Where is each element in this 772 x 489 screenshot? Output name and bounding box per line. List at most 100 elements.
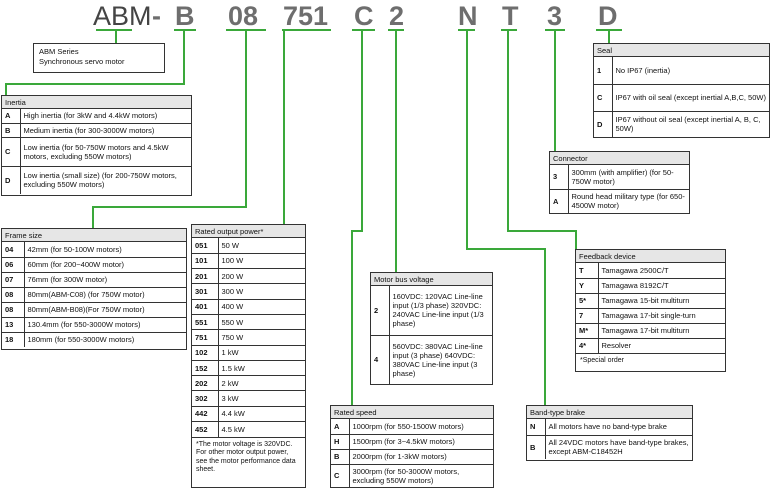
power-value: 1 kW xyxy=(218,344,305,361)
feedback-footnote: *Special order xyxy=(576,353,725,369)
power-code: 051 xyxy=(192,238,219,254)
feedback-desc: Tamagawa 17-bit single-turn xyxy=(598,307,725,323)
power-code: 401 xyxy=(192,298,219,315)
power-value: 750 W xyxy=(218,329,305,346)
inertia-desc: Medium inertia (for 300-3000W motors) xyxy=(20,122,191,137)
speed-code: A xyxy=(331,419,350,434)
speed-code: C xyxy=(331,463,350,487)
power-code: 751 xyxy=(192,329,219,346)
feedback-desc: Tamagawa 2500C/T xyxy=(601,265,669,275)
feedback-code: 4* xyxy=(576,337,599,353)
power-value: 50 W xyxy=(221,240,240,250)
power-value: 4.5 kW xyxy=(218,421,305,437)
frame-code: 08 xyxy=(2,301,25,317)
power-value: 550 W xyxy=(218,313,305,330)
frame-desc: 76mm (for 300W motor) xyxy=(24,271,186,287)
speed-desc: 2000rpm (for 1-3kW motors) xyxy=(349,448,493,464)
brake-desc: All 24VDC motors have band-type brakes, … xyxy=(545,434,692,459)
seal-code: C xyxy=(594,83,613,111)
feedback-code: 7 xyxy=(576,307,599,323)
feedback-desc: Tamagawa 8192C/T xyxy=(598,277,725,293)
seal-code: D xyxy=(594,110,613,137)
code-power: 751 xyxy=(283,1,329,31)
connector-desc: 300mm (with amplifier) (for 50-750W moto… xyxy=(571,167,674,186)
frame-desc: 130.4mm (for 550-3000W motors) xyxy=(24,316,186,332)
series-line-2: Synchronous servo motor xyxy=(39,57,125,66)
code-speed: C xyxy=(354,1,374,31)
inertia-title: Inertia xyxy=(2,96,191,109)
series-box: ABM Series Synchronous servo motor xyxy=(33,43,165,73)
inertia-desc: Low inertia (for 50-750W motors and 4.5k… xyxy=(20,136,191,166)
seal-desc: No IP67 (inertia) xyxy=(615,65,671,75)
frame-code: 18 xyxy=(2,331,25,347)
power-value: 4.4 kW xyxy=(218,405,305,422)
code-seal: D xyxy=(598,1,618,31)
voltage-code: 4 xyxy=(371,334,390,384)
connector-desc: Round head military type (for 650-4500W … xyxy=(568,188,689,213)
feedback-desc: Tamagawa 15-bit multiturn xyxy=(598,292,725,308)
inertia-code: A xyxy=(2,109,21,123)
inertia-desc: Low inertia (small size) (for 200-750W m… xyxy=(20,165,191,194)
frame-desc: 80mm(ABM-B08)(For 750W motor) xyxy=(24,301,186,317)
power-footnote: *The motor voltage is 320VDC. For other … xyxy=(192,436,305,478)
feedback-desc: Resolver xyxy=(598,337,725,353)
power-value: 300 W xyxy=(218,283,305,300)
series-line-1: ABM Series xyxy=(39,47,79,56)
code-series: ABM xyxy=(93,1,152,31)
voltage-desc: 560VDC: 380VAC Line-line input (3 phase)… xyxy=(389,334,492,384)
voltage-code: 2 xyxy=(371,286,390,335)
frame-desc: 42mm (for 50-100W motors) xyxy=(27,244,122,254)
connector-title: Connector xyxy=(550,152,689,165)
bus-voltage-title: Motor bus voltage xyxy=(371,273,492,286)
power-code: 102 xyxy=(192,344,219,361)
brake-code: B xyxy=(527,434,546,459)
frame-desc: 180mm (for 550-3000W motors) xyxy=(24,331,186,347)
feedback-code: M* xyxy=(576,322,599,338)
voltage-desc: 160VDC: 120VAC Line-line input (1/3 phas… xyxy=(392,292,484,329)
power-value: 200 W xyxy=(218,268,305,284)
rated-speed-title: Rated speed xyxy=(331,406,493,419)
frame-code: 07 xyxy=(2,271,25,287)
inertia-code: C xyxy=(2,136,21,166)
code-brake: N xyxy=(458,1,478,31)
connector-code: A xyxy=(550,188,569,213)
power-value: 400 W xyxy=(218,298,305,315)
frame-code: 13 xyxy=(2,316,25,332)
code-connector: 3 xyxy=(547,1,563,31)
speed-desc: 3000rpm (for 50-3000W motors, excluding … xyxy=(349,463,493,487)
rated-power-title: Rated output power* xyxy=(192,225,305,238)
connector-code: 3 xyxy=(550,165,569,189)
code-dash: - xyxy=(152,1,161,31)
frame-code: 06 xyxy=(2,256,25,272)
brake-title: Band-type brake xyxy=(527,406,692,419)
power-code: 201 xyxy=(192,268,219,284)
power-code: 551 xyxy=(192,313,219,330)
inertia-desc: High inertia (for 3kW and 4.4kW motors) xyxy=(23,111,158,121)
inertia-code: B xyxy=(2,122,21,137)
code-feedback: T xyxy=(502,1,519,31)
feedback-code: 5* xyxy=(576,292,599,308)
feedback-desc: Tamagawa 17-bit multiturn xyxy=(598,322,725,338)
speed-desc: 1500rpm (for 3~4.5kW motors) xyxy=(349,433,493,449)
code-inertia: B xyxy=(175,1,195,31)
seal-desc: IP67 with oil seal (except inertial A,B,… xyxy=(612,83,769,111)
power-code: 302 xyxy=(192,390,219,407)
frame-code: 08 xyxy=(2,286,25,302)
power-value: 2 kW xyxy=(218,375,305,391)
code-voltage: 2 xyxy=(389,1,405,31)
seal-desc: IP67 without oil seal (except inertial A… xyxy=(612,110,769,137)
speed-desc: 1000rpm (for 550-1500W motors) xyxy=(352,421,464,431)
speed-code: H xyxy=(331,433,350,449)
seal-title: Seal xyxy=(594,44,769,57)
power-value: 3 kW xyxy=(218,390,305,407)
